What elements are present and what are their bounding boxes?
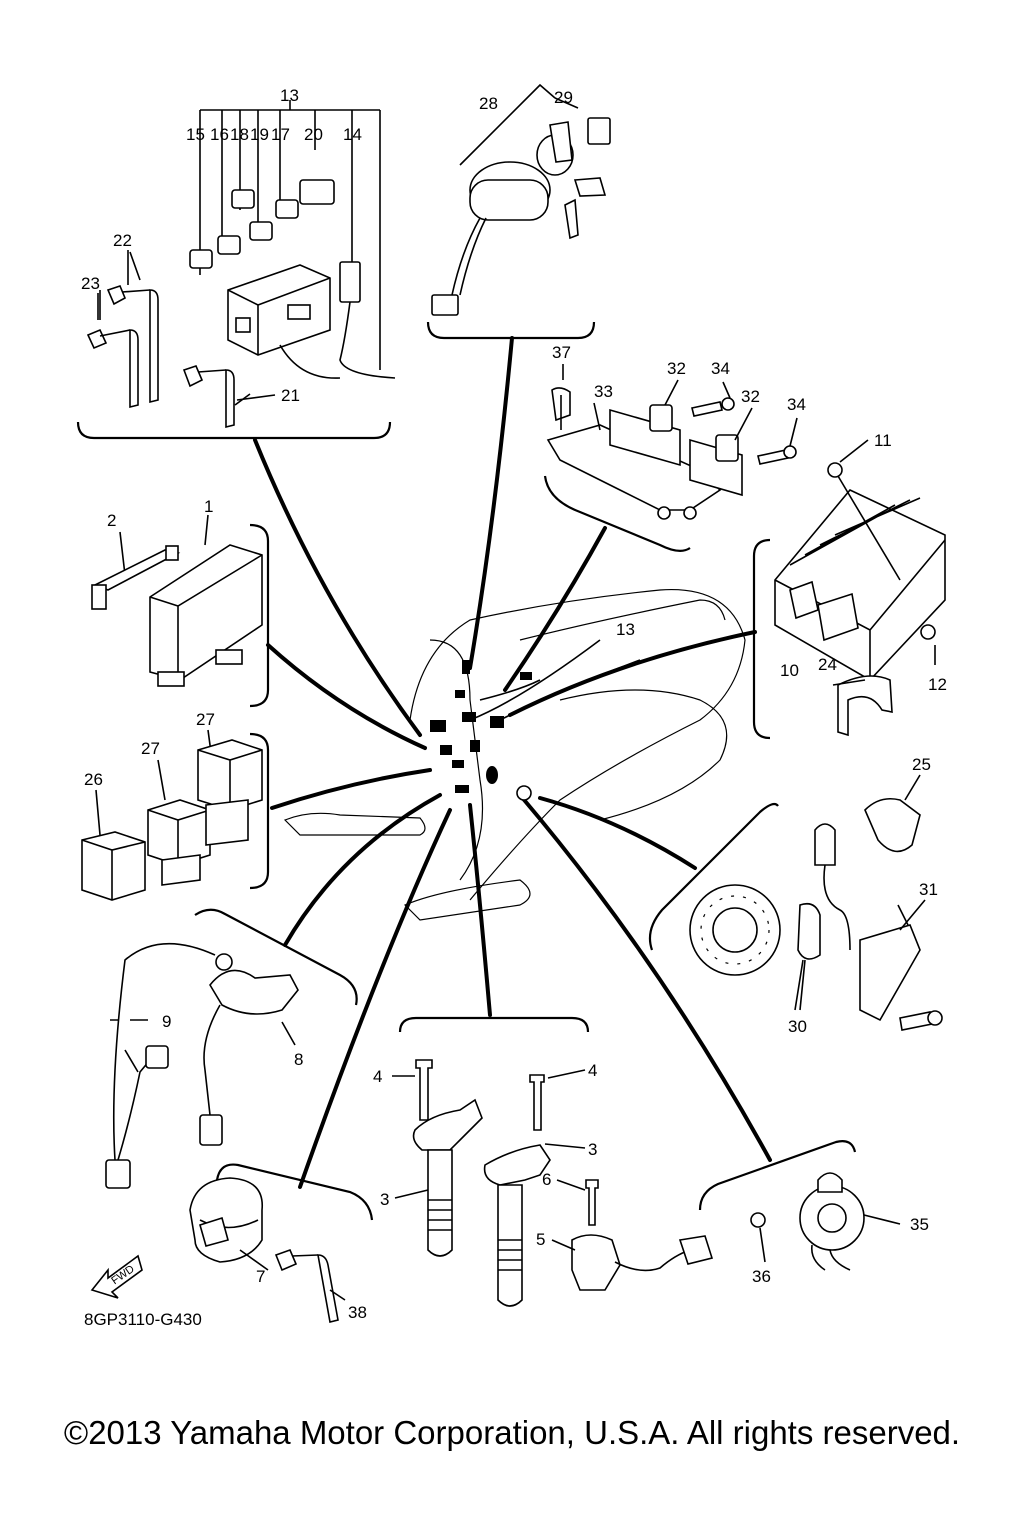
callout-35: 35 xyxy=(910,1215,929,1234)
neutral-switch-group xyxy=(189,1177,339,1323)
callout-23: 23 xyxy=(81,274,100,293)
relays-group xyxy=(81,729,263,901)
central-harness-frame xyxy=(283,588,746,921)
callout-6: 6 xyxy=(542,1170,551,1189)
callout-31: 31 xyxy=(919,880,938,899)
callout-4b: 4 xyxy=(588,1061,597,1080)
callout-13-top: 13 xyxy=(280,86,299,105)
callout-36: 36 xyxy=(752,1267,771,1286)
callout-7: 7 xyxy=(256,1267,265,1286)
callout-29: 29 xyxy=(554,88,573,107)
callout-32-left: 32 xyxy=(667,359,686,378)
callout-12: 12 xyxy=(928,675,947,694)
relay-bracket-group xyxy=(546,387,797,520)
callout-27-left: 27 xyxy=(141,739,160,758)
main-switch-group xyxy=(431,83,611,316)
callout-3a: 3 xyxy=(380,1190,389,1209)
group-brackets xyxy=(76,321,857,1221)
leader-lines xyxy=(253,336,772,1189)
callout-32-right: 32 xyxy=(741,387,760,406)
callout-20: 20 xyxy=(304,125,323,144)
callout-5: 5 xyxy=(536,1230,545,1249)
callout-19: 19 xyxy=(250,125,269,144)
fwd-arrow-icon: FWD xyxy=(90,1254,143,1299)
callout-3b: 3 xyxy=(588,1140,597,1159)
callout-9: 9 xyxy=(162,1012,171,1031)
callout-17: 17 xyxy=(271,125,290,144)
callout-38: 38 xyxy=(348,1303,367,1322)
ecu-group xyxy=(91,514,263,687)
callout-leaders xyxy=(97,250,926,1301)
callout-11: 11 xyxy=(874,431,892,450)
callout-21: 21 xyxy=(281,386,300,405)
ignition-coil-group xyxy=(412,1059,714,1307)
pickup-sensor-group xyxy=(689,774,943,1031)
callout-24: 24 xyxy=(818,655,837,674)
callout-33: 33 xyxy=(594,382,613,401)
callout-2: 2 xyxy=(107,511,116,530)
callout-27-right: 27 xyxy=(196,710,215,729)
callout-25: 25 xyxy=(912,755,931,774)
callout-1: 1 xyxy=(204,497,213,516)
callout-18: 18 xyxy=(230,125,249,144)
callout-28: 28 xyxy=(479,94,498,113)
fuse-box-group xyxy=(86,100,396,429)
callout-16: 16 xyxy=(210,125,229,144)
callout-14: 14 xyxy=(343,125,362,144)
horn-group xyxy=(750,1172,865,1271)
copyright-notice: ©2013 Yamaha Motor Corporation, U.S.A. A… xyxy=(63,1414,961,1451)
callout-34-right: 34 xyxy=(787,395,806,414)
callout-4a: 4 xyxy=(373,1067,382,1086)
callout-37: 37 xyxy=(552,343,571,362)
callout-8: 8 xyxy=(294,1050,303,1069)
callout-22: 22 xyxy=(113,231,132,250)
callout-15: 15 xyxy=(186,125,205,144)
callout-13-frame: 13 xyxy=(616,620,635,639)
oil-switch-lead-group xyxy=(105,942,299,1189)
callout-10: 10 xyxy=(780,661,799,680)
callout-labels: 1 2 3 3 4 4 5 6 7 8 9 10 11 12 13 13 14 … xyxy=(81,86,947,1329)
callout-30: 30 xyxy=(788,1017,807,1036)
callout-26: 26 xyxy=(84,770,103,789)
diagram-code: 8GP3110-G430 xyxy=(84,1310,202,1329)
callout-34-left: 34 xyxy=(711,359,730,378)
rectifier-regulator-group xyxy=(774,439,946,737)
